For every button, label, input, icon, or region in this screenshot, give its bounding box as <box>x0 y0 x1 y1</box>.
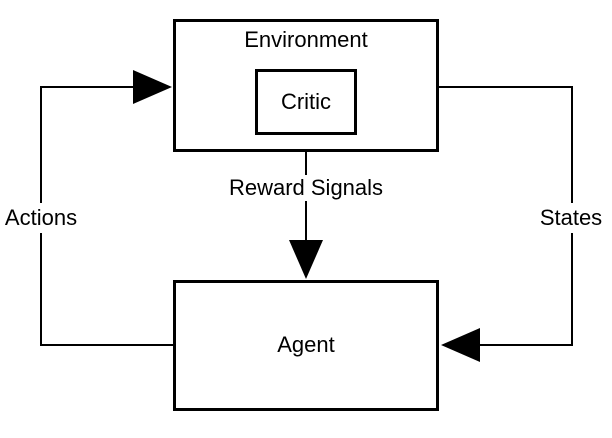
agent-box <box>173 280 439 411</box>
environment-label: Environment <box>244 27 368 52</box>
actions-label: Actions <box>4 203 78 233</box>
agent-label: Agent <box>277 332 335 357</box>
reward-signals-label: Reward Signals <box>226 175 386 201</box>
reward-arrowhead <box>289 240 323 279</box>
actions-arrowhead <box>133 70 172 104</box>
states-label: States <box>539 203 603 233</box>
critic-label: Critic <box>280 89 332 114</box>
states-arrowhead <box>441 328 480 362</box>
critic-box <box>255 69 357 135</box>
